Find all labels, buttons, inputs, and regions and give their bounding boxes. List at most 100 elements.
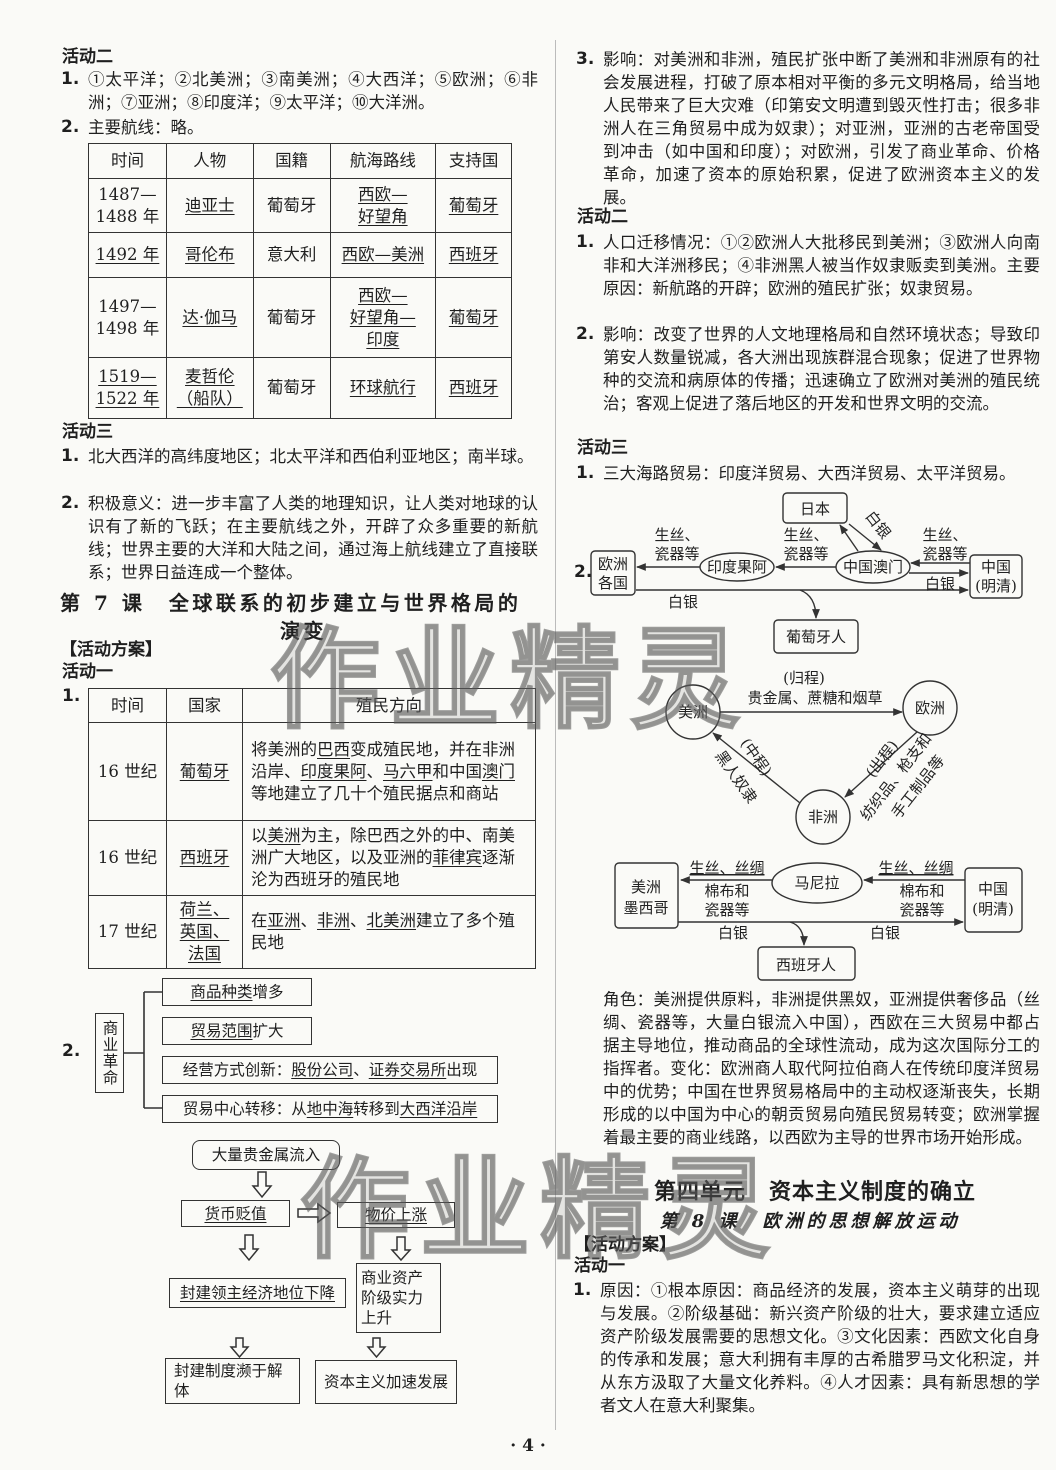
item-number: 2. [61,117,80,137]
cell-time: 1497— 1498 年 [88,277,167,358]
table-header-row: 时间 国家 殖民方向 [88,688,536,723]
voyages-table: 时间 人物 国籍 航海路线 支持国 1487— 1488 年 迪亚士 葡萄牙 西… [88,143,512,419]
table-row: 1487— 1488 年 迪亚士 葡萄牙 西欧— 好望角 葡萄牙 [88,178,512,233]
text-segment: 变成殖民地，并在非洲沿岸、 [251,739,515,781]
route-label: 白银 [718,924,748,942]
item-number: 2. [61,493,80,513]
cell-text: 迪亚士 [185,195,235,215]
route-label: 棉布和 [704,882,749,900]
item-number: 2. [574,562,593,582]
box-label: 资本主义加速发展 [324,1373,449,1391]
cell-time: 1492 年 [88,232,167,278]
node-label: 印度果阿 [707,558,767,576]
activity-2-item-2: 2. 影响：改变了世界的人文地理格局和自然环境状态；导致印第安人数量锐减，各大洲… [576,323,1040,415]
cell-text: 麦哲伦 （船队） [176,367,243,408]
node-label: 中国澳门 [843,558,903,576]
china-ming-qing-box [964,867,1023,933]
text-segment: 亚洲 [267,911,301,930]
node-label: 非洲 [808,808,838,826]
cell-text: 西欧— 好望角 [358,184,408,226]
item-text: 北大西洋的高纬度地区；北太平洋和西伯利亚地区；南半球。 [88,447,534,466]
table-row: 16 世纪 西班牙 以美洲为主，除巴西之外的中、南美洲广大地区，以及亚洲的菲律宾… [88,820,536,896]
arrow-japan-to-macau [848,523,882,551]
branch-box-goods: 商品种类增多 [162,978,312,1006]
cell-country: 西班牙 [166,820,243,896]
cell-text: 葡萄牙 [448,307,499,327]
text-segment: 地中海 [306,1100,354,1118]
branch-box-scope: 贸易范围扩大 [162,1017,312,1045]
table-row: 16 世纪 葡萄牙 将美洲的巴西变成殖民地，并在非洲沿岸、印度果阿、马六甲和中国… [88,722,536,821]
item-number: 1. [573,1280,592,1300]
item-number: 2. [576,324,595,344]
text-segment: 、 [353,1061,369,1079]
item-number: 3. [576,49,595,69]
route-label: (归程) [783,669,825,687]
text-segment: 菲律宾 [432,848,483,867]
feudal-collapse-box: 封建制度濒于解体 [165,1358,300,1404]
china-box [969,554,1023,599]
text-segment: 证券交易所 [368,1061,447,1079]
node-label: 欧洲 [915,699,945,717]
lesson-8-title: 第 8 课 欧洲的思想解放运动 [659,1211,961,1232]
portuguese-box [773,619,859,654]
japan-box [782,492,848,524]
cell-direction: 以美洲为主，除巴西之外的中、南美洲广大地区，以及亚洲的菲律宾逐渐沦为西班牙的殖民… [242,820,536,896]
precious-metal-inflow-box: 大量贵金属流入 [192,1140,340,1170]
route-label: 白银 [668,593,698,611]
cell-text: 西欧— 好望角— 印度 [349,285,416,349]
node-label: 美洲 [631,878,661,896]
item-number: 1. [61,69,80,89]
node-label: 中国 [981,558,1011,576]
branch-box-trade-center: 贸易中心转移：从地中海转移到大西洋沿岸 [162,1095,498,1123]
activity-2-item-2: 2. 主要航线：略。 [61,116,538,139]
europe-node [902,680,958,736]
node-label: (明清) [975,577,1017,595]
cell-text: 荷兰、 英国、 法国 [179,900,230,963]
page-number: · 4 · [510,1436,546,1456]
text-segment: 巴西 [317,739,350,759]
route-label: 贵金属、蔗糖和烟草 [747,689,882,707]
route-label: 瓷器等 [922,545,967,563]
cell-time: 1487— 1488 年 [88,178,167,233]
text-segment: 非洲 [317,911,350,930]
box-label: 封建制度濒于解体 [174,1362,283,1400]
cell-sponsor: 西班牙 [435,357,512,419]
item-text: 原因：①根本原因：商品经济的发展，资本主义萌芽的出现与发展。②阶级基础：新兴资产… [600,1281,1040,1415]
lesson-7-title: 第 7 课 全球联系的初步建立与世界格局的 [60,591,522,615]
header-time: 时间 [88,688,167,723]
item-number: 1. [576,232,595,252]
text-segment: 商品种类 [190,983,253,1001]
route-label: 生丝、丝绸 [878,859,953,877]
commercial-revolution-box: 商业革命 [95,1013,124,1093]
europe-box [590,550,636,596]
arrow-to-spanish [789,921,808,946]
unit-4-title: 第四单元 资本主义制度的确立 [653,1179,976,1205]
text-segment: 印度果阿 [300,761,367,781]
node-label: 日本 [800,500,830,518]
node-label: 欧洲 [598,555,628,573]
text-segment: 贸易范围 [190,1022,253,1040]
activity-3-heading: 活动三 [577,438,628,458]
text-segment: 等地建立了几十个殖民据点和商站 [251,783,499,803]
manila-node [771,862,863,904]
node-label: 各国 [598,574,628,592]
branch-box-business: 经营方式创新：股份公司、证券交易所出现 [162,1056,498,1084]
item-text: 影响：改变了世界的人文地理格局和自然环境状态；导致印第安人数量锐减，各大洲出现族… [603,325,1040,413]
item-number: 1. [576,463,595,483]
route-label: 瓷器等 [704,901,749,919]
arrow-to-portuguese [799,589,820,619]
text-segment: 以 [251,826,268,845]
text-segment: 大西洋沿岸 [399,1100,478,1118]
item-text: 人口迁移情况：①②欧洲人大批移民到美洲；③欧洲人向南非和大洋洲移民；④非洲黑人被… [603,233,1040,298]
cell-text: 西班牙 [179,848,230,867]
activity-1-heading: 活动一 [62,662,113,682]
text-segment: 经营方式创新： [182,1061,292,1079]
route-label: 棉布和 [899,882,944,900]
box-label: 商业资产阶级实力上升 [361,1269,424,1327]
activity-2-heading: 活动二 [62,47,113,67]
lesson-7-title-continued: 演变 [280,619,327,643]
activity-plan-heading: 【活动方案】 [60,640,162,660]
cell-route: 环球航行 [329,357,437,419]
text-segment: 在 [251,911,268,930]
cell-person: 哥伦布 [165,232,254,278]
